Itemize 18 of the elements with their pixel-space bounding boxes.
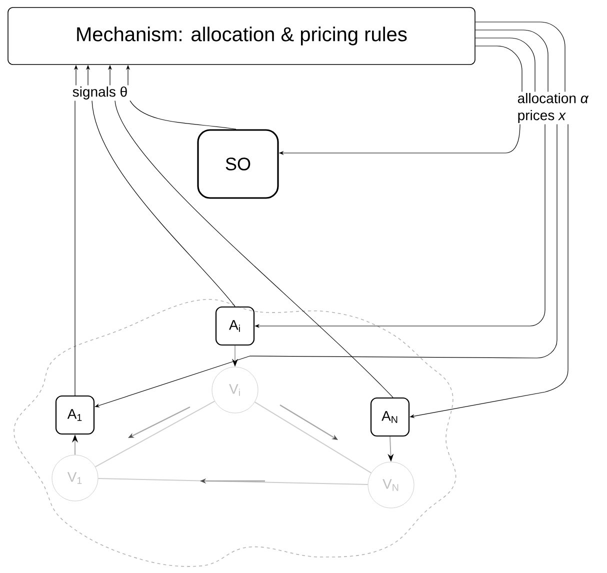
connector [98, 478, 368, 485]
connector [254, 402, 372, 474]
operator-box: SO [197, 129, 279, 199]
connector [475, 38, 536, 92]
mechanism-box: Mechanism: allocation & pricing rules [8, 7, 476, 65]
agent-box: A$_{N}$ [370, 397, 410, 437]
connector [475, 30, 548, 92]
agent-box: A$_{i}$ [215, 306, 255, 346]
connector [74, 100, 76, 396]
connector [130, 100, 236, 130]
connector [92, 100, 236, 307]
connector [475, 46, 522, 92]
connector [475, 22, 566, 92]
output-label: allocation α prices x [518, 92, 589, 124]
connector [114, 100, 394, 398]
signal-label: signals θ [72, 86, 127, 100]
agent-box: A$_{1}$ [55, 395, 95, 435]
connector [94, 400, 216, 468]
